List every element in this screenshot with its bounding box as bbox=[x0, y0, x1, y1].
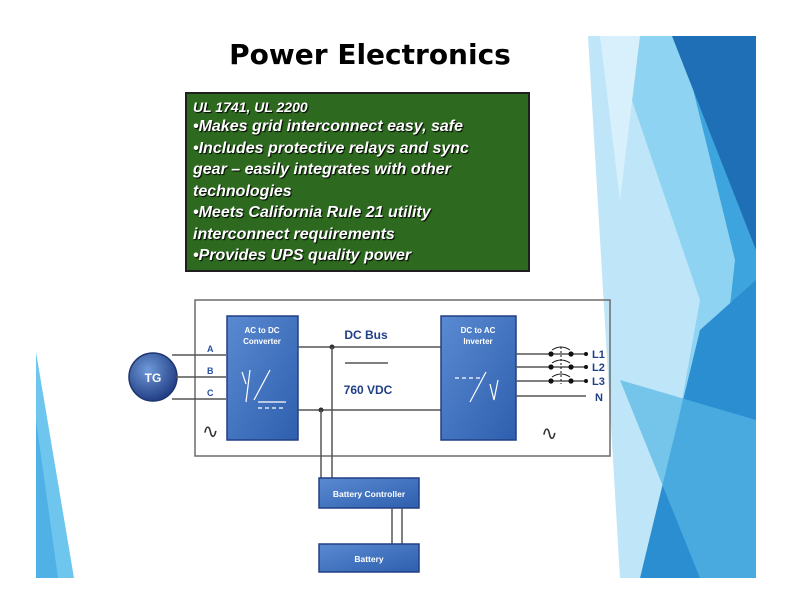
generator-label: TG bbox=[145, 371, 162, 385]
ac-dc-converter-block bbox=[226, 315, 299, 441]
specs-header: UL 1741, UL 2200 bbox=[193, 99, 308, 115]
spec-line: interconnect requirements bbox=[193, 225, 395, 243]
right-facet-4 bbox=[672, 36, 756, 250]
phase-b-label: B bbox=[207, 366, 214, 376]
spec-line: •Provides UPS quality power bbox=[193, 247, 412, 264]
ac-wave-symbol: ∿ bbox=[202, 421, 219, 443]
left-accent-shape-dark bbox=[36, 420, 58, 578]
right-facet-7 bbox=[600, 36, 640, 200]
specs-box: UL 1741, UL 2200 •Makes grid interconnec… bbox=[185, 92, 530, 272]
power-diagram: TG A B C ∿ AC to DC Converter DC Bus 760… bbox=[128, 299, 611, 573]
enclosure bbox=[194, 299, 611, 457]
output-l2-label: L2 bbox=[592, 362, 605, 374]
phase-a-label: A bbox=[207, 344, 214, 354]
dc-ac-symbol bbox=[455, 371, 499, 403]
battery-controller-block bbox=[318, 477, 420, 509]
phase-c-label: C bbox=[207, 388, 214, 398]
ac-dc-symbol bbox=[241, 369, 286, 409]
ac-out-wave-symbol: ∿ bbox=[541, 423, 558, 445]
dc-ac-label: DC to AC bbox=[461, 326, 496, 335]
ac-dc-label: AC to DC bbox=[244, 326, 279, 335]
dc-ac-label: Inverter bbox=[463, 337, 492, 346]
dc-bus-label: DC Bus bbox=[344, 328, 388, 342]
spec-line: •Includes protective relays and sync bbox=[193, 139, 469, 157]
output-l3-label: L3 bbox=[592, 376, 605, 388]
ac-dc-label: Converter bbox=[243, 337, 281, 346]
spec-line: gear – easily integrates with other bbox=[193, 161, 451, 178]
spec-line: •Meets California Rule 21 utility bbox=[193, 204, 431, 221]
spec-line: technologies bbox=[193, 182, 292, 200]
battery-block bbox=[318, 543, 420, 573]
output-l1-label: L1 bbox=[592, 349, 605, 361]
spec-line: •Makes grid interconnect easy, safe bbox=[193, 118, 464, 135]
battery-controller-label: Battery Controller bbox=[333, 489, 406, 499]
battery-label: Battery bbox=[354, 554, 384, 564]
right-facet-6 bbox=[620, 380, 756, 578]
dc-voltage-label: 760 VDC bbox=[344, 383, 393, 397]
output-breakers bbox=[548, 346, 588, 384]
slide-title: Power Electronics bbox=[229, 38, 511, 71]
output-n-label: N bbox=[595, 392, 603, 404]
